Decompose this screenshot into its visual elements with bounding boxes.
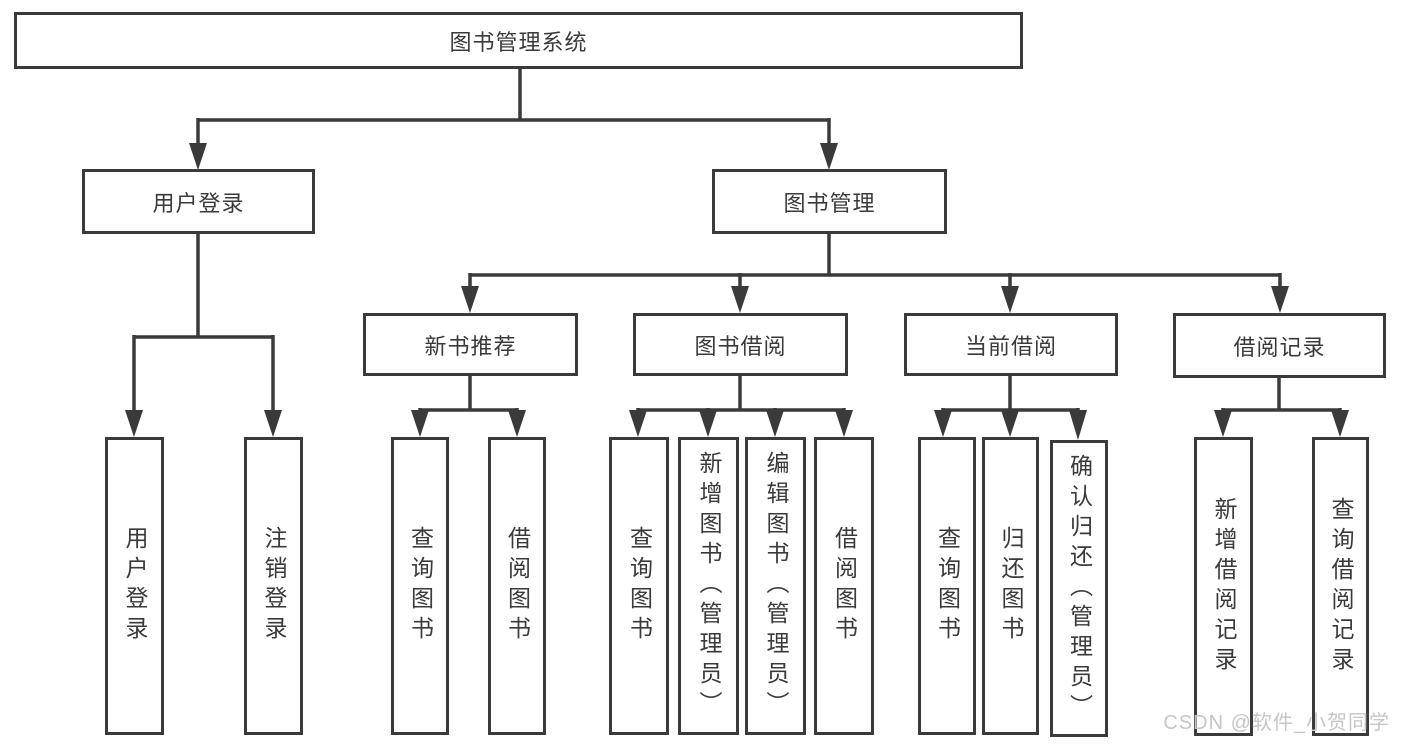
leaf-nbr-query-books: 查询图书 bbox=[391, 437, 449, 735]
leaf-label: 查询图书 bbox=[626, 526, 653, 646]
node-borrowing-records: 借阅记录 bbox=[1173, 313, 1386, 378]
node-label: 图书借阅 bbox=[694, 333, 787, 359]
leaf-cb-query-books: 查询图书 bbox=[918, 437, 976, 735]
node-label: 新书推荐 bbox=[424, 333, 517, 359]
leaf-label: 查询图书 bbox=[934, 526, 961, 646]
leaf-label: 借阅图书 bbox=[831, 526, 858, 646]
leaf-br-add-borrow-record: 新增借阅记录 bbox=[1194, 437, 1253, 736]
node-label: 图书管理系统 bbox=[449, 29, 588, 55]
node-new-book-recommend: 新书推荐 bbox=[363, 313, 578, 376]
leaf-bb-borrow-books: 借阅图书 bbox=[814, 437, 874, 735]
leaf-cb-return-books: 归还图书 bbox=[982, 437, 1039, 735]
leaf-label: 注销登录 bbox=[261, 526, 287, 646]
leaf-label: 新增借阅记录 bbox=[1211, 496, 1237, 677]
leaf-bb-query-books: 查询图书 bbox=[609, 437, 669, 735]
leaf-label: 查询借阅记录 bbox=[1328, 496, 1354, 677]
node-label: 借阅记录 bbox=[1233, 334, 1326, 360]
leaf-cb-confirm-return-admin: 确认归还（管理员） bbox=[1050, 440, 1108, 737]
leaf-label: 确认归还（管理员） bbox=[1066, 453, 1093, 724]
node-library-management-system: 图书管理系统 bbox=[14, 12, 1023, 69]
leaf-logout: 注销登录 bbox=[244, 437, 303, 735]
leaf-label: 借阅图书 bbox=[504, 526, 531, 646]
leaf-label: 查询图书 bbox=[407, 526, 434, 646]
leaf-label: 编辑图书（管理员） bbox=[763, 451, 789, 721]
leaf-bb-add-books-admin: 新增图书（管理员） bbox=[678, 437, 739, 735]
node-current-borrowing: 当前借阅 bbox=[904, 313, 1118, 376]
node-label: 用户登录 bbox=[152, 190, 245, 216]
leaf-label: 归还图书 bbox=[998, 526, 1024, 646]
leaf-label: 新增图书（管理员） bbox=[696, 451, 722, 721]
node-book-management: 图书管理 bbox=[712, 169, 947, 234]
watermark-text: CSDN @软件_小贺同学 bbox=[1163, 712, 1390, 734]
node-book-borrowing: 图书借阅 bbox=[633, 313, 848, 376]
leaf-br-query-borrow-record: 查询借阅记录 bbox=[1312, 437, 1369, 736]
leaf-label: 用户登录 bbox=[122, 526, 148, 646]
node-user-login: 用户登录 bbox=[82, 169, 315, 234]
leaf-nbr-borrow-books: 借阅图书 bbox=[488, 437, 546, 735]
node-label: 当前借阅 bbox=[964, 333, 1057, 359]
node-label: 图书管理 bbox=[783, 190, 876, 216]
leaf-user-login: 用户登录 bbox=[105, 437, 164, 735]
leaf-bb-edit-books-admin: 编辑图书（管理员） bbox=[745, 437, 806, 735]
